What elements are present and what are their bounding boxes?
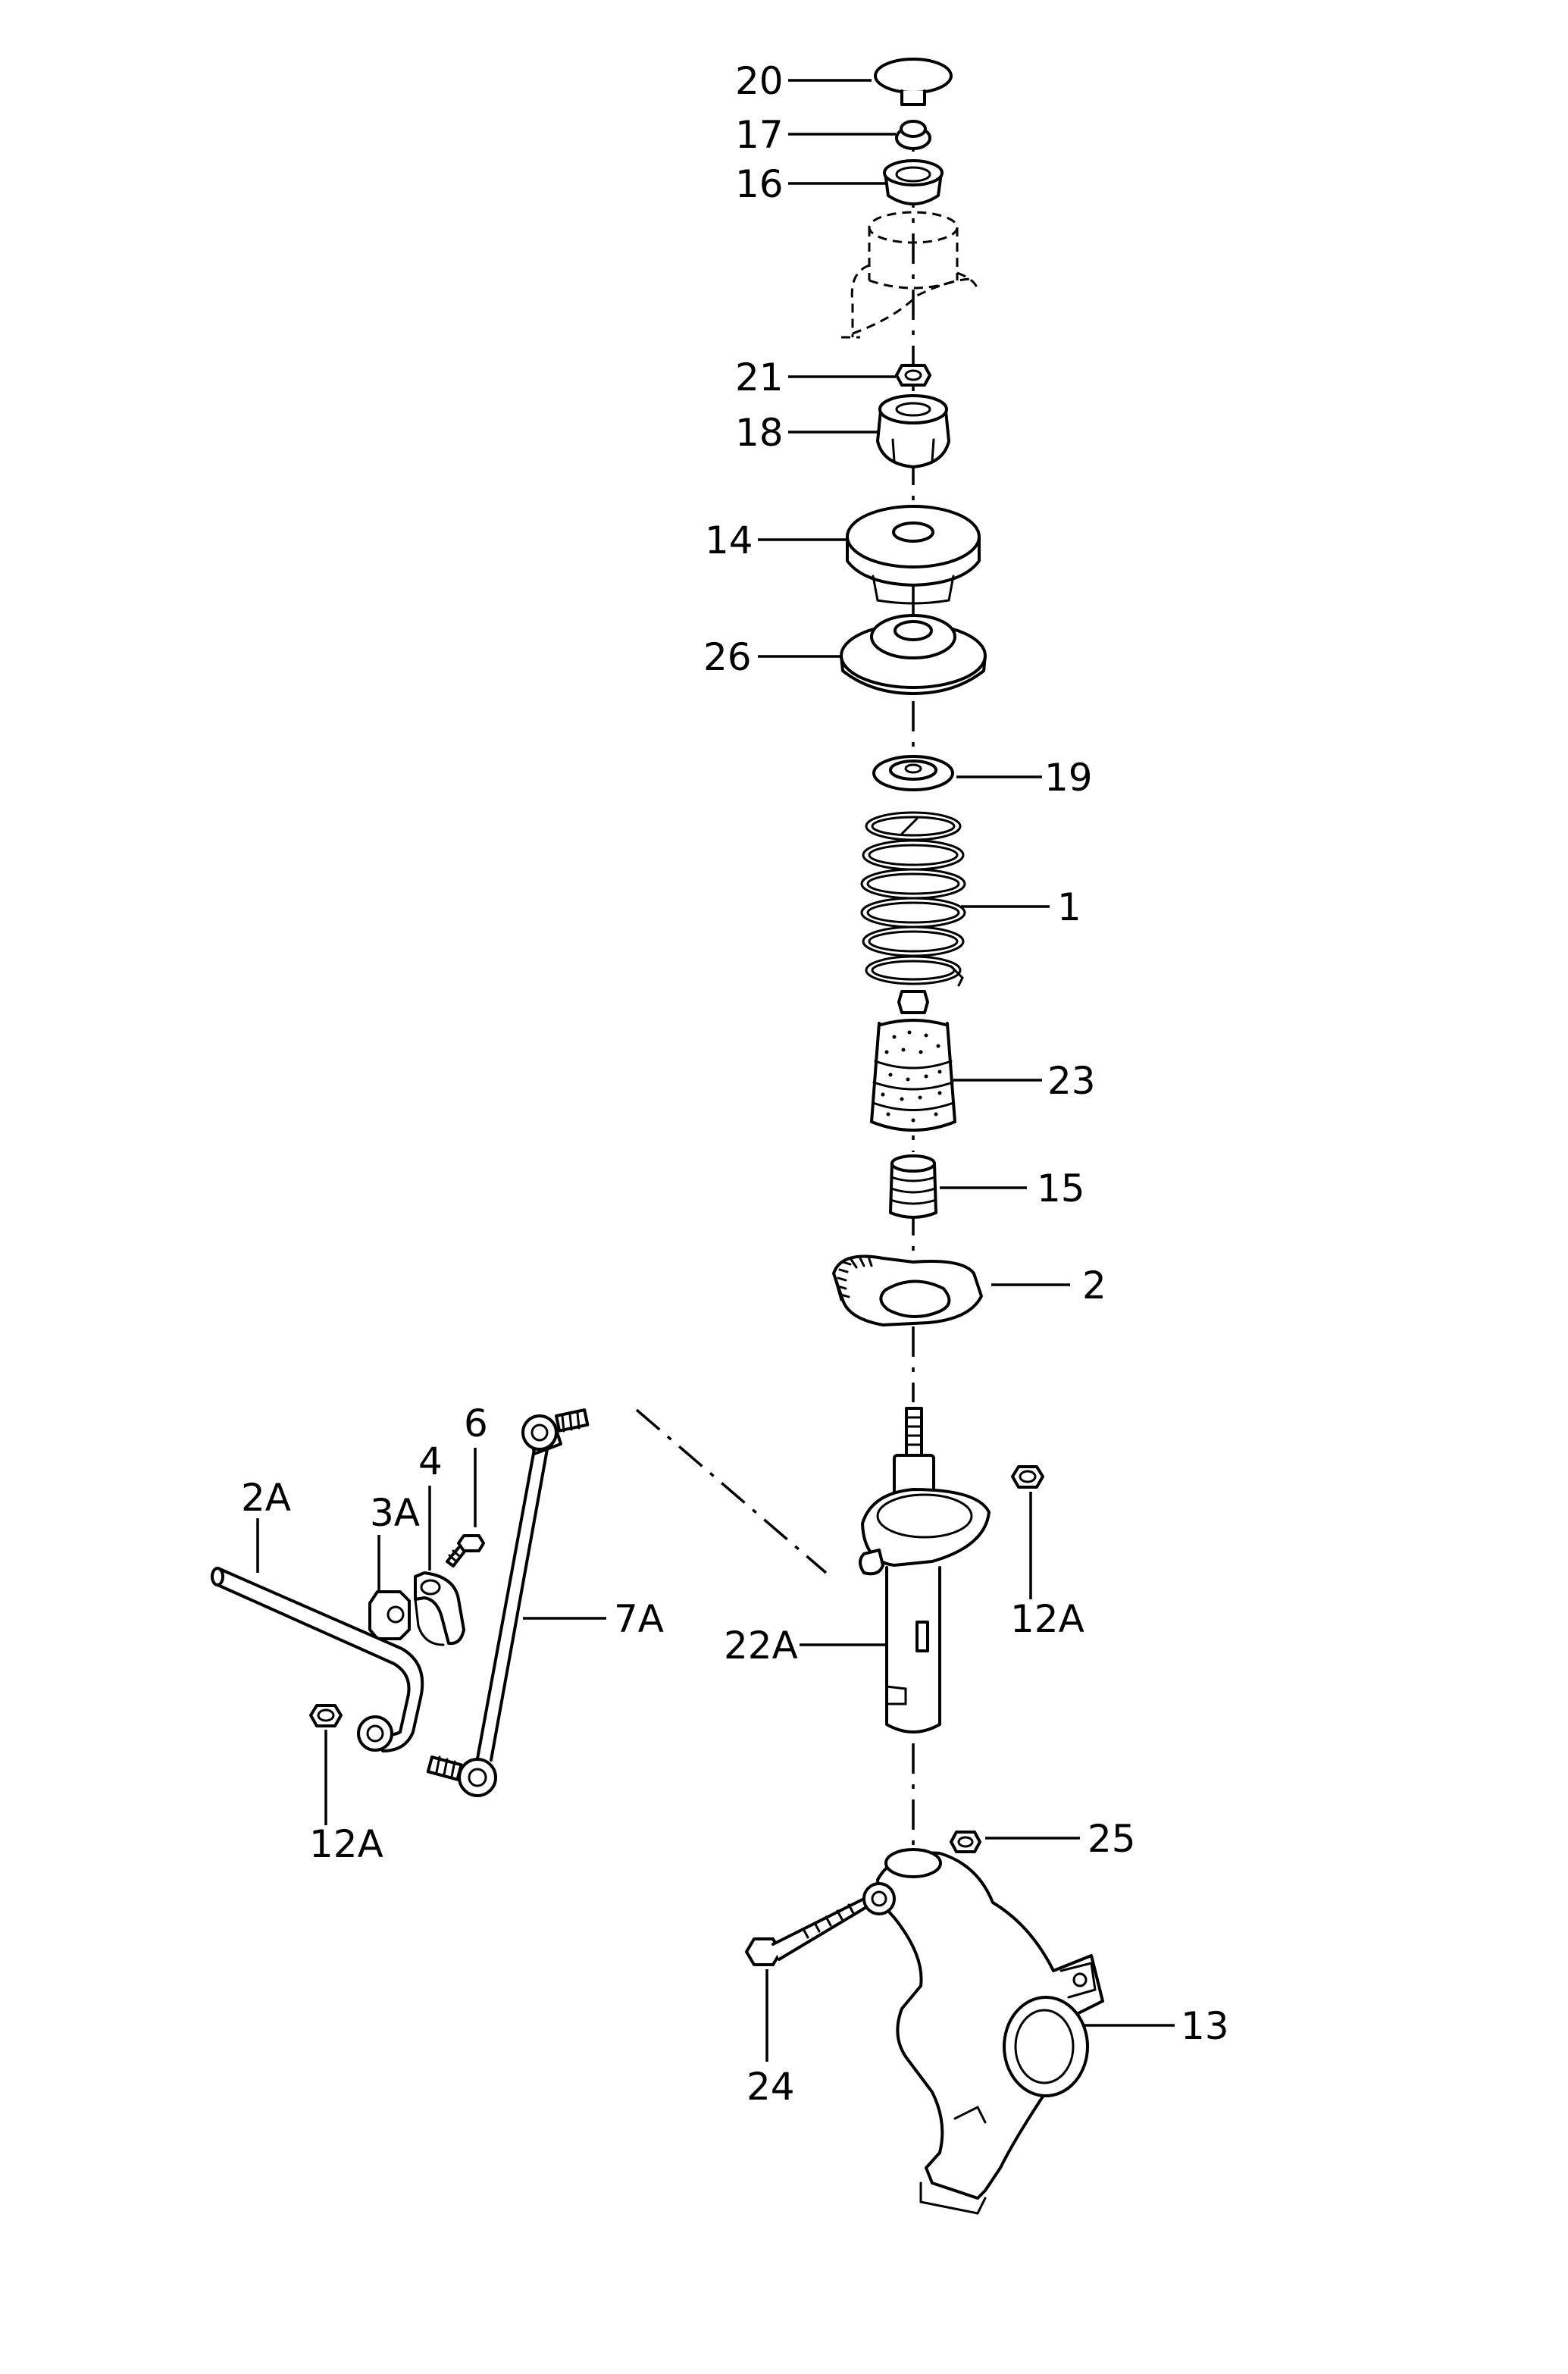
part-17-nut xyxy=(895,120,931,150)
part-13-knuckle xyxy=(862,1848,1104,2215)
callout-7a: 7A xyxy=(614,1597,664,1641)
part-12a-nut-left xyxy=(309,1704,343,1727)
part-2a-stabilizer-bar xyxy=(211,1567,424,1752)
callout-20: 20 xyxy=(735,59,784,103)
callout-22a: 22A xyxy=(724,1624,798,1668)
part-7a-coupling-link xyxy=(426,1408,590,1797)
callout-19: 19 xyxy=(1044,756,1093,800)
part-12a-nut-right xyxy=(1011,1465,1044,1489)
callout-23: 23 xyxy=(1047,1059,1096,1103)
part-16-bushing-cup xyxy=(883,159,944,205)
callout-2: 2 xyxy=(1082,1264,1106,1308)
part-24-bolt xyxy=(745,1897,869,1966)
part-23-dust-boot xyxy=(870,990,956,1132)
part-14-strut-mount xyxy=(846,505,981,605)
callout-18: 18 xyxy=(735,411,784,455)
part-25-nut xyxy=(950,1831,981,1853)
callout-15: 15 xyxy=(1037,1167,1085,1210)
part-4-clamp xyxy=(414,1571,465,1646)
part-15-bump-stop xyxy=(889,1154,937,1219)
part-3a-bushing xyxy=(368,1590,411,1640)
callout-24: 24 xyxy=(746,2065,795,2109)
callout-1: 1 xyxy=(1057,885,1081,929)
callout-13: 13 xyxy=(1181,2004,1229,2048)
callout-21: 21 xyxy=(735,355,784,399)
callout-16: 16 xyxy=(735,162,784,206)
callout-12a-left: 12A xyxy=(309,1822,383,1866)
part-21-nut xyxy=(895,364,931,387)
part-20-cap xyxy=(874,58,953,106)
part-19-washer xyxy=(872,755,954,791)
callout-14: 14 xyxy=(705,518,753,562)
callout-2a: 2A xyxy=(241,1476,291,1520)
callout-12a-right: 12A xyxy=(1010,1597,1084,1641)
leader-lines xyxy=(256,79,1175,2062)
part-26-bearing xyxy=(840,614,987,695)
callout-26: 26 xyxy=(703,635,752,679)
part-22a-strut xyxy=(859,1407,991,1734)
callout-labels: 20 17 16 21 18 14 26 19 1 23 15 2 6 4 2A… xyxy=(241,59,1229,2109)
body-mount-outline xyxy=(841,211,979,339)
part-1-coil-spring xyxy=(860,811,966,987)
part-18-rubber-mount xyxy=(876,394,950,468)
callout-17: 17 xyxy=(735,113,784,157)
callout-6: 6 xyxy=(464,1402,488,1445)
part-2-spring-seat xyxy=(832,1254,983,1326)
callout-4: 4 xyxy=(418,1439,443,1483)
part-6-bolt xyxy=(446,1534,485,1568)
callout-3a: 3A xyxy=(370,1491,420,1535)
callout-25: 25 xyxy=(1088,1817,1136,1861)
